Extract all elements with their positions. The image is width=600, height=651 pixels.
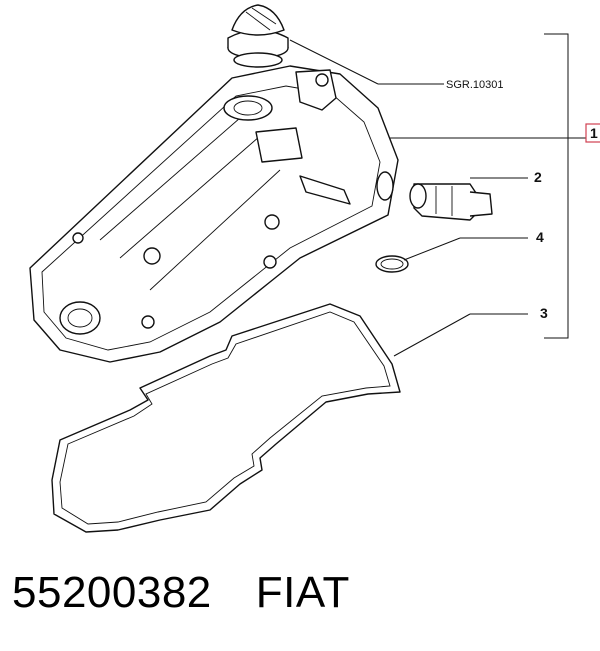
footer-caption: 55200382 FIAT — [12, 568, 350, 618]
callout-3: 3 — [540, 305, 548, 321]
leader-lines — [289, 33, 586, 357]
pressure-sensor — [409, 183, 493, 221]
callout-2: 2 — [534, 169, 542, 185]
o-ring — [375, 255, 409, 273]
callout-1: 1 — [590, 125, 598, 141]
callout-1-box — [585, 123, 600, 143]
brand-name: FIAT — [255, 568, 350, 617]
valve-cover — [29, 65, 399, 363]
callout-ref-cap: SGR.10301 — [446, 79, 503, 91]
cover-gasket — [51, 303, 401, 533]
part-number: 55200382 — [12, 568, 212, 617]
oil-filler-cap — [227, 4, 289, 68]
callout-4: 4 — [536, 229, 544, 245]
